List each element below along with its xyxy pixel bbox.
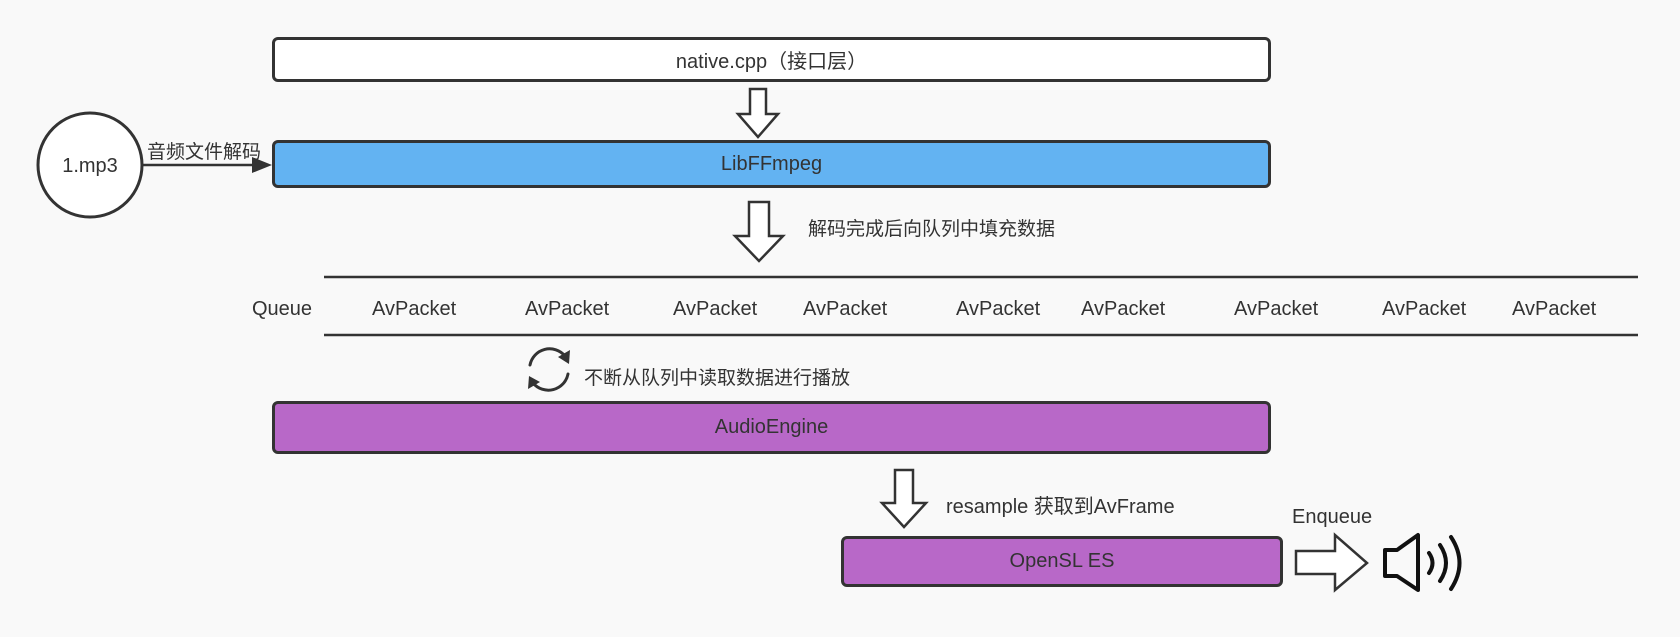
refresh-icon bbox=[528, 347, 570, 392]
fill-queue-label: 解码完成后向队列中填充数据 bbox=[808, 219, 1056, 240]
down-arrow-icon bbox=[732, 200, 786, 263]
queue-item: AvPacket bbox=[525, 298, 610, 320]
queue-item: AvPacket bbox=[1234, 298, 1319, 320]
read-queue-label: 不断从队列中读取数据进行播放 bbox=[584, 368, 851, 389]
queue-item: AvPacket bbox=[673, 298, 758, 320]
opensl-label: OpenSL ES bbox=[1009, 550, 1115, 572]
down-arrow-icon bbox=[735, 87, 781, 139]
right-arrow-icon bbox=[1294, 532, 1369, 593]
resample-label: resample 获取到AvFrame bbox=[946, 496, 1175, 518]
down-arrow-icon bbox=[879, 468, 929, 529]
queue-item: AvPacket bbox=[956, 298, 1041, 320]
queue-label: Queue bbox=[252, 298, 313, 320]
queue-item: AvPacket bbox=[1081, 298, 1166, 320]
source-file-node bbox=[36, 111, 144, 219]
queue-item: AvPacket bbox=[803, 298, 888, 320]
libffmpeg-label: LibFFmpeg bbox=[720, 152, 823, 175]
libffmpeg-box: LibFFmpeg bbox=[272, 140, 1271, 188]
queue-item: AvPacket bbox=[1512, 298, 1597, 320]
decode-arrow-label: 音频文件解码 bbox=[147, 142, 262, 163]
queue-item: AvPacket bbox=[372, 298, 457, 320]
source-file-label: 1.mp3 bbox=[62, 155, 118, 177]
native-layer-label: native.cpp（接口层） bbox=[675, 51, 868, 73]
enqueue-label: Enqueue bbox=[1292, 506, 1373, 528]
decode-connector-arrowhead bbox=[252, 157, 272, 173]
opensl-box: OpenSL ES bbox=[841, 536, 1283, 587]
native-layer-box: native.cpp（接口层） bbox=[272, 37, 1271, 82]
audio-engine-box: AudioEngine bbox=[272, 401, 1271, 454]
queue-item: AvPacket bbox=[1382, 298, 1467, 320]
audio-engine-label: AudioEngine bbox=[714, 416, 829, 438]
speaker-icon bbox=[1383, 533, 1462, 592]
